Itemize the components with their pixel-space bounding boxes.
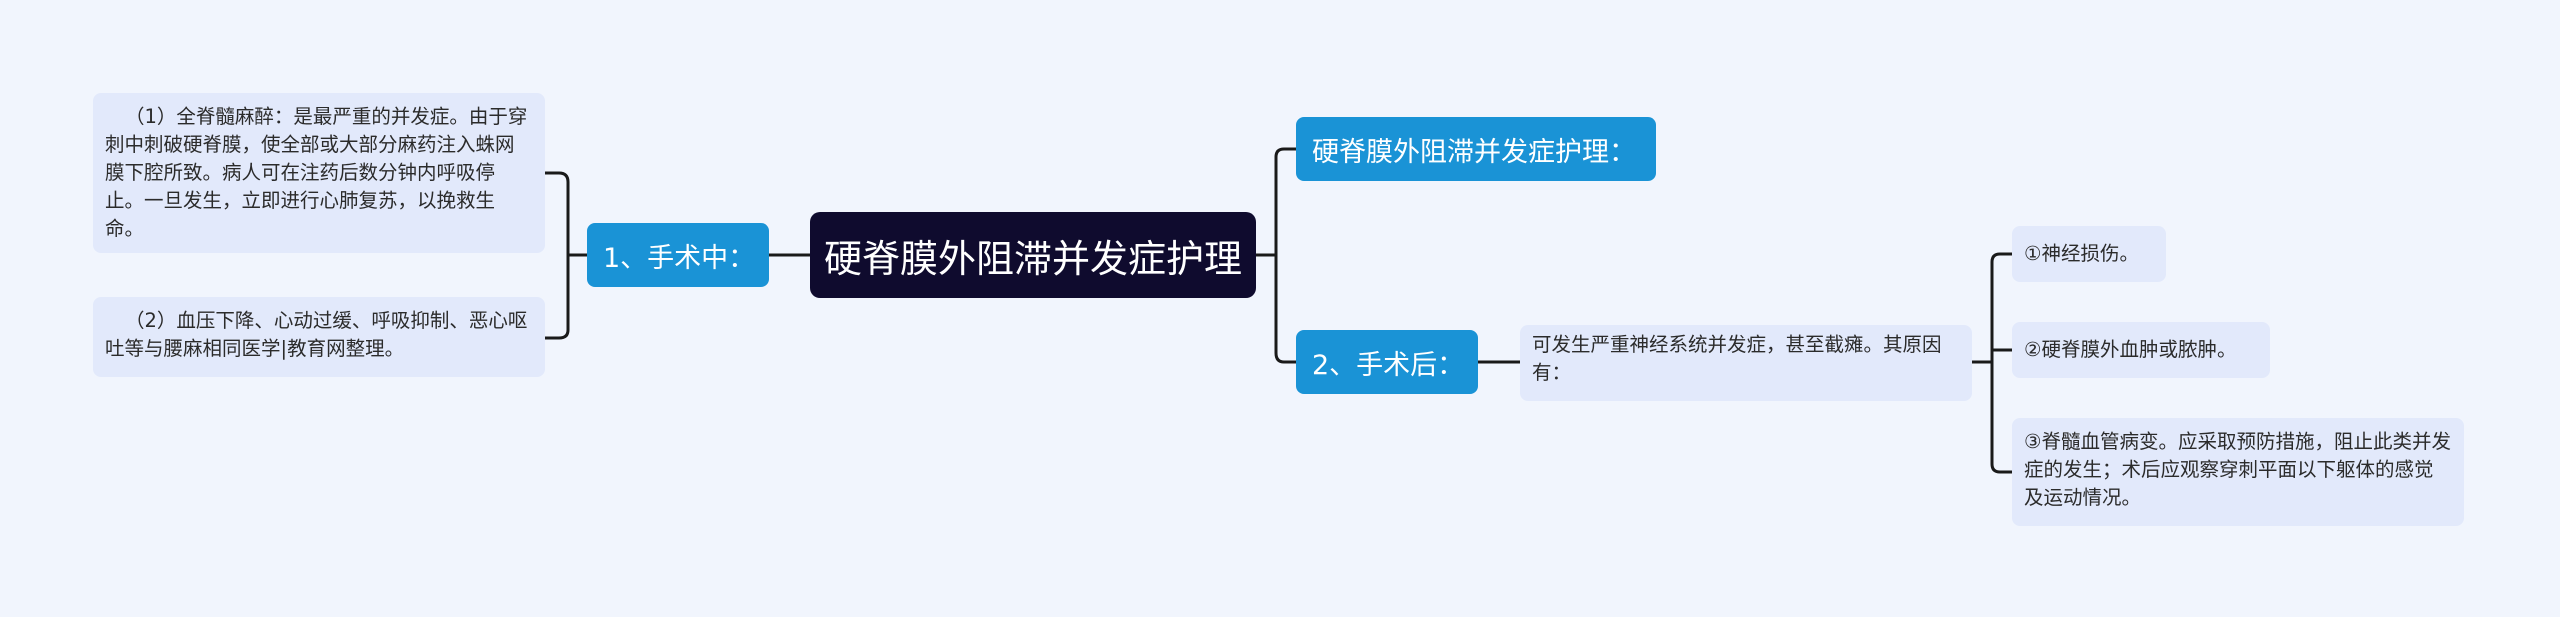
connector-summary-causes <box>1970 252 2014 474</box>
leaf-postop-summary-text: 可发生严重神经系统并发症，甚至截瘫。其原因有： <box>1532 333 1942 384</box>
leaf-total-spinal-anesthesia[interactable]: （1）全脊髓麻醉：是最严重的并发症。由于穿刺中刺破硬脊膜，使全部或大部分麻药注入… <box>93 93 545 253</box>
branch-intraop[interactable]: 1、手术中： <box>587 223 769 287</box>
branch-postop[interactable]: 2、手术后： <box>1296 330 1478 394</box>
leaf-spinal-vascular-lesion[interactable]: ③脊髓血管病变。应采取预防措施，阻止此类并发症的发生；术后应观察穿刺平面以下躯体… <box>2012 418 2464 526</box>
leaf-epidural-hematoma[interactable]: ②硬脊膜外血肿或脓肿。 <box>2012 322 2270 378</box>
leaf-hypotension[interactable]: （2）血压下降、心动过缓、呼吸抑制、恶心呕吐等与腰麻相同医学|教育网整理。 <box>93 297 545 377</box>
leaf-total-spinal-anesthesia-text: （1）全脊髓麻醉：是最严重的并发症。由于穿刺中刺破硬脊膜，使全部或大部分麻药注入… <box>105 105 528 240</box>
leaf-nerve-injury[interactable]: ①神经损伤。 <box>2012 226 2166 282</box>
branch-intraop-label: 1、手术中： <box>603 242 756 274</box>
connector-root-right <box>1254 147 1298 364</box>
branch-postop-label: 2、手术后： <box>1312 349 1465 381</box>
leaf-spinal-vascular-lesion-text: ③脊髓血管病变。应采取预防措施，阻止此类并发症的发生；术后应观察穿刺平面以下躯体… <box>2024 430 2451 509</box>
branch-nursing[interactable]: 硬脊膜外阻滞并发症护理： <box>1296 117 1656 181</box>
leaf-postop-summary[interactable]: 可发生严重神经系统并发症，甚至截瘫。其原因有： <box>1520 325 1972 401</box>
root-node-label: 硬脊膜外阻滞并发症护理 <box>823 236 1242 281</box>
branch-nursing-label: 硬脊膜外阻滞并发症护理： <box>1312 136 1636 168</box>
leaf-hypotension-text: （2）血压下降、心动过缓、呼吸抑制、恶心呕吐等与腰麻相同医学|教育网整理。 <box>105 309 528 360</box>
root-node[interactable]: 硬脊膜外阻滞并发症护理 <box>810 212 1256 298</box>
connector-intraop-items <box>543 171 589 340</box>
leaf-nerve-injury-text: ①神经损伤。 <box>2024 242 2139 265</box>
leaf-epidural-hematoma-text: ②硬脊膜外血肿或脓肿。 <box>2024 338 2237 361</box>
